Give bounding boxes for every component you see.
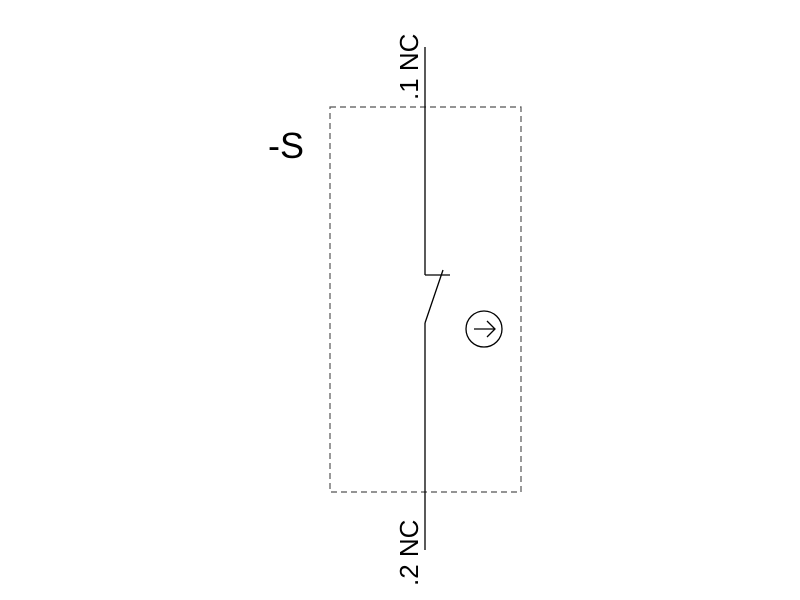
normally-closed-contact-icon — [424, 47, 450, 550]
terminal-bottom-label: .2 NC — [394, 520, 424, 586]
device-label: -S — [268, 125, 304, 166]
terminal-top-label: .1 NC — [394, 34, 424, 100]
circle-arrow-right-icon — [465, 310, 503, 348]
